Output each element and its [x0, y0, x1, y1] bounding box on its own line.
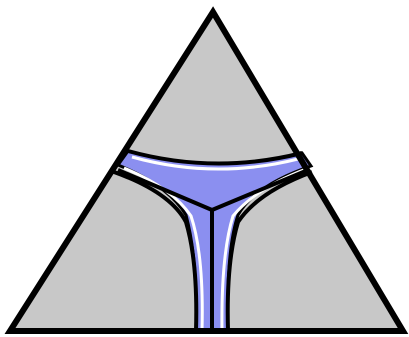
- diagram-canvas: [0, 0, 409, 337]
- triangle-diagram: [0, 0, 409, 337]
